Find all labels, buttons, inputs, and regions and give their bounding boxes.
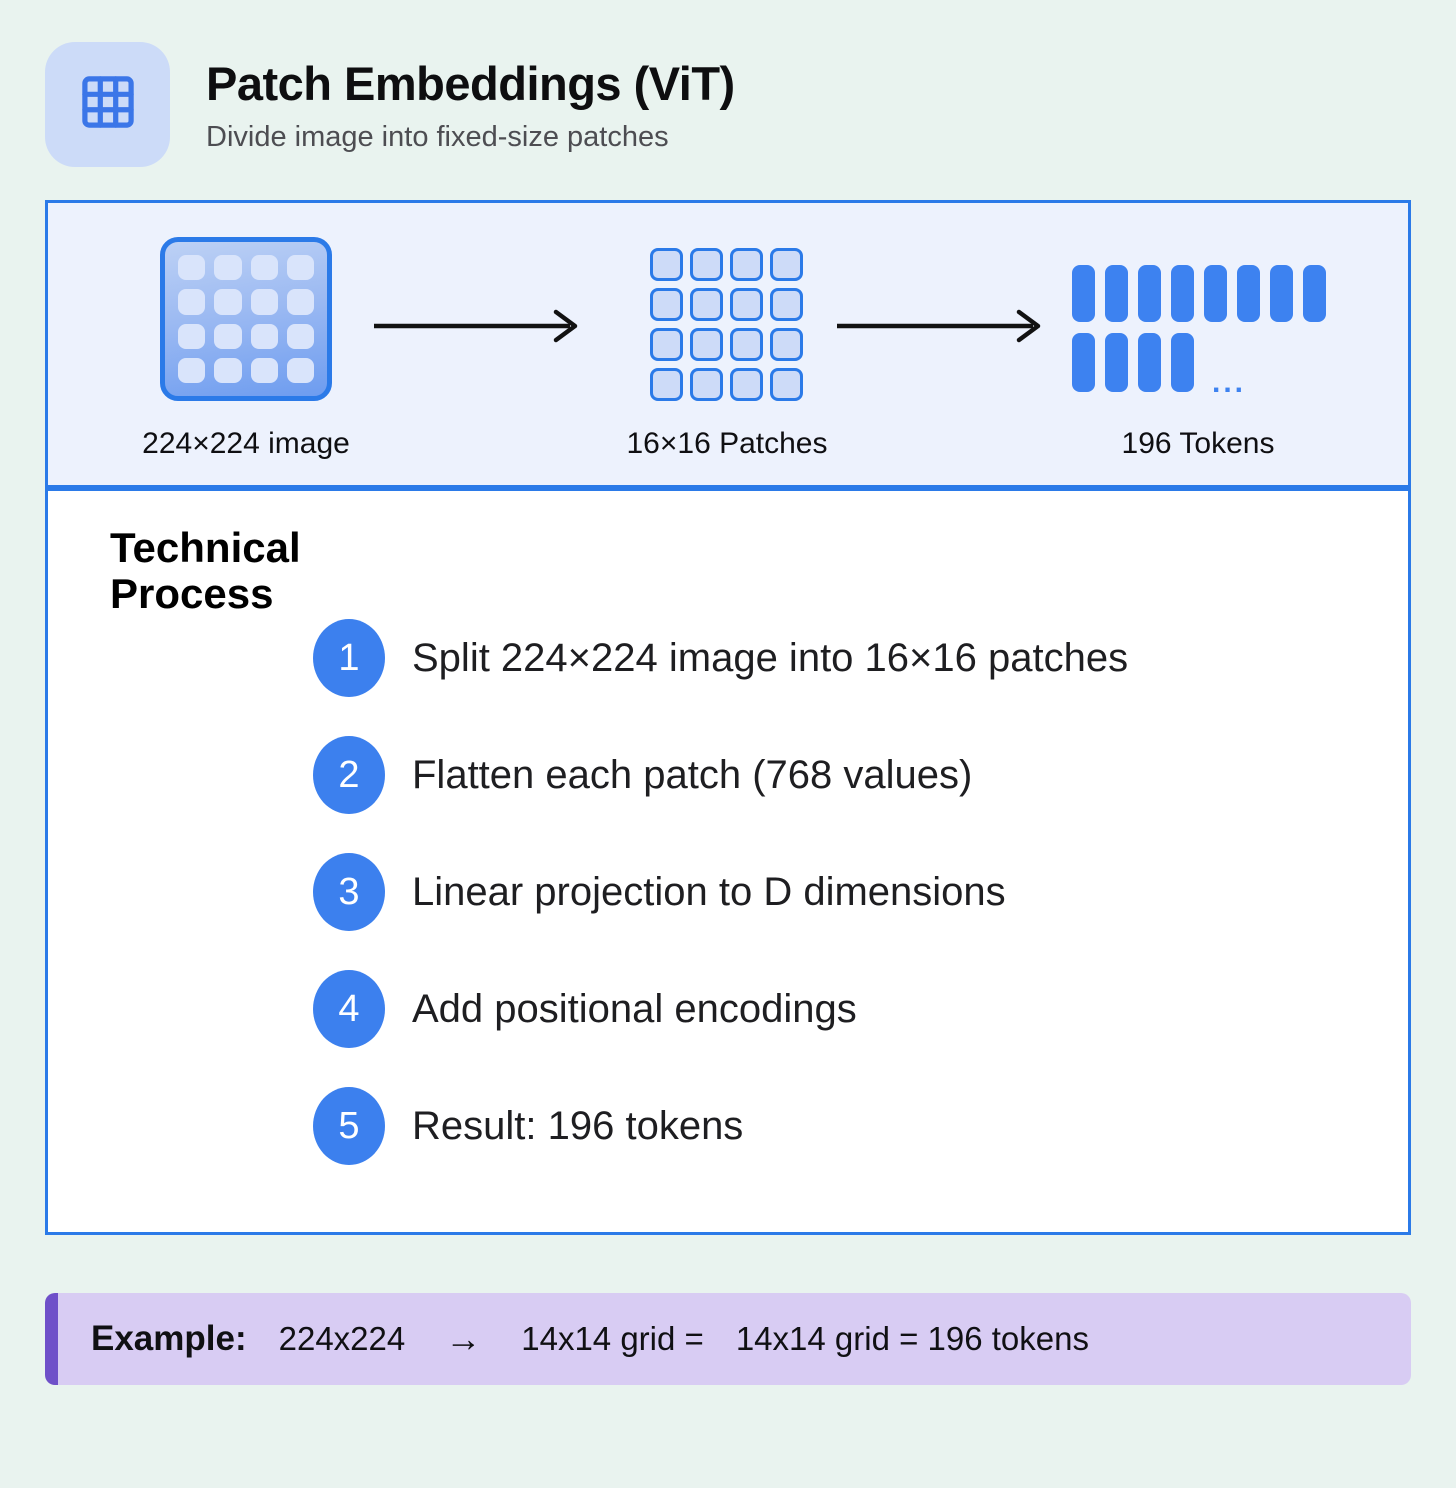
step-number-badge: 4 — [313, 970, 385, 1048]
img-cell — [178, 289, 206, 315]
img-cell — [250, 289, 278, 315]
arrow-right-icon — [372, 306, 587, 351]
patch-cell — [690, 368, 723, 401]
token-bar — [1138, 265, 1161, 322]
arrow-right-icon — [835, 306, 1050, 351]
patch-cell — [650, 328, 683, 361]
img-cell — [250, 323, 278, 349]
process-step: 2 Flatten each patch (768 values) — [313, 736, 1128, 814]
tokens-ellipsis: ... — [1212, 366, 1247, 399]
process-steps-list: 1 Split 224×224 image into 16×16 patches… — [313, 619, 1128, 1204]
input-image-grid — [178, 255, 314, 383]
patch-cell — [730, 248, 763, 281]
patch-cell — [770, 368, 803, 401]
img-cell — [178, 255, 206, 281]
step-text: Result: 196 tokens — [412, 1103, 744, 1148]
example-grid-eq: 14x14 grid = — [521, 1320, 704, 1357]
grid-icon — [75, 69, 141, 140]
step-number-badge: 3 — [313, 853, 385, 931]
step-text: Add positional encodings — [412, 986, 857, 1031]
patch-cell — [730, 328, 763, 361]
patches-label: 16×16 Patches — [626, 427, 828, 460]
token-bar — [1105, 265, 1128, 322]
technical-process-panel: Technical Process 1 Split 224×224 image … — [45, 488, 1411, 1235]
example-input-size: 224x224 — [278, 1320, 406, 1357]
token-bar — [1237, 265, 1260, 322]
patch-cell — [730, 288, 763, 321]
patch-cell — [770, 248, 803, 281]
token-bar — [1303, 265, 1326, 322]
step-text: Linear projection to D dimensions — [412, 869, 1006, 914]
step-text: Split 224×224 image into 16×16 patches — [412, 635, 1129, 680]
step-number-badge: 1 — [313, 619, 385, 697]
token-row-1 — [1072, 265, 1326, 322]
img-cell — [286, 357, 314, 383]
token-bar — [1072, 333, 1095, 392]
img-cell — [286, 289, 314, 315]
token-bar — [1171, 265, 1194, 322]
tokens-label: 196 Tokens — [1121, 427, 1275, 460]
img-cell — [214, 357, 242, 383]
example-label: Example: — [91, 1319, 247, 1358]
img-cell — [250, 357, 278, 383]
token-row-2-bars — [1072, 333, 1194, 392]
example-arrow-icon: → — [445, 1318, 482, 1359]
img-cell — [214, 289, 242, 315]
token-bar — [1204, 265, 1227, 322]
patch-cell — [650, 288, 683, 321]
process-step: 1 Split 224×224 image into 16×16 patches — [313, 619, 1128, 697]
token-bar — [1171, 333, 1194, 392]
tokens-figure: ... — [1072, 265, 1326, 399]
img-cell — [214, 255, 242, 281]
input-image-figure — [160, 237, 332, 401]
token-row-2: ... — [1072, 333, 1326, 399]
patch-cell — [770, 288, 803, 321]
page-subtitle: Divide image into fixed-size patches — [206, 121, 669, 153]
img-cell — [214, 323, 242, 349]
img-cell — [286, 323, 314, 349]
image-size-label: 224×224 image — [142, 427, 350, 460]
img-cell — [250, 255, 278, 281]
step-text: Flatten each patch (768 values) — [412, 752, 973, 797]
img-cell — [178, 357, 206, 383]
patch-cell — [730, 368, 763, 401]
process-step: 5 Result: 196 tokens — [313, 1087, 1128, 1165]
patches-grid-figure — [650, 248, 803, 401]
process-title: Technical Process — [110, 524, 301, 618]
header-titles: Patch Embeddings (ViT) Divide image into… — [206, 42, 735, 167]
step-number-badge: 2 — [313, 736, 385, 814]
token-bar — [1072, 265, 1095, 322]
step-number-badge: 5 — [313, 1087, 385, 1165]
header: Patch Embeddings (ViT) Divide image into… — [45, 42, 735, 167]
grid-icon-tile — [45, 42, 170, 167]
token-bar — [1138, 333, 1161, 392]
example-callout-bar: Example: 224x224 → 14x14 grid = 14x14 gr… — [45, 1293, 1411, 1385]
patch-cell — [770, 328, 803, 361]
token-bar — [1105, 333, 1128, 392]
process-step: 3 Linear projection to D dimensions — [313, 853, 1128, 931]
page-title: Patch Embeddings (ViT) — [206, 57, 735, 110]
img-cell — [178, 323, 206, 349]
process-step: 4 Add positional encodings — [313, 970, 1128, 1048]
img-cell — [286, 255, 314, 281]
flow-diagram-panel: 224×224 image 16×16 Patches ... 196 Toke… — [45, 200, 1411, 488]
patch-cell — [690, 248, 723, 281]
patch-cell — [690, 328, 723, 361]
example-result: 14x14 grid = 196 tokens — [735, 1320, 1089, 1357]
patch-cell — [690, 288, 723, 321]
patch-cell — [650, 368, 683, 401]
patch-cell — [650, 248, 683, 281]
token-bar — [1270, 265, 1293, 322]
